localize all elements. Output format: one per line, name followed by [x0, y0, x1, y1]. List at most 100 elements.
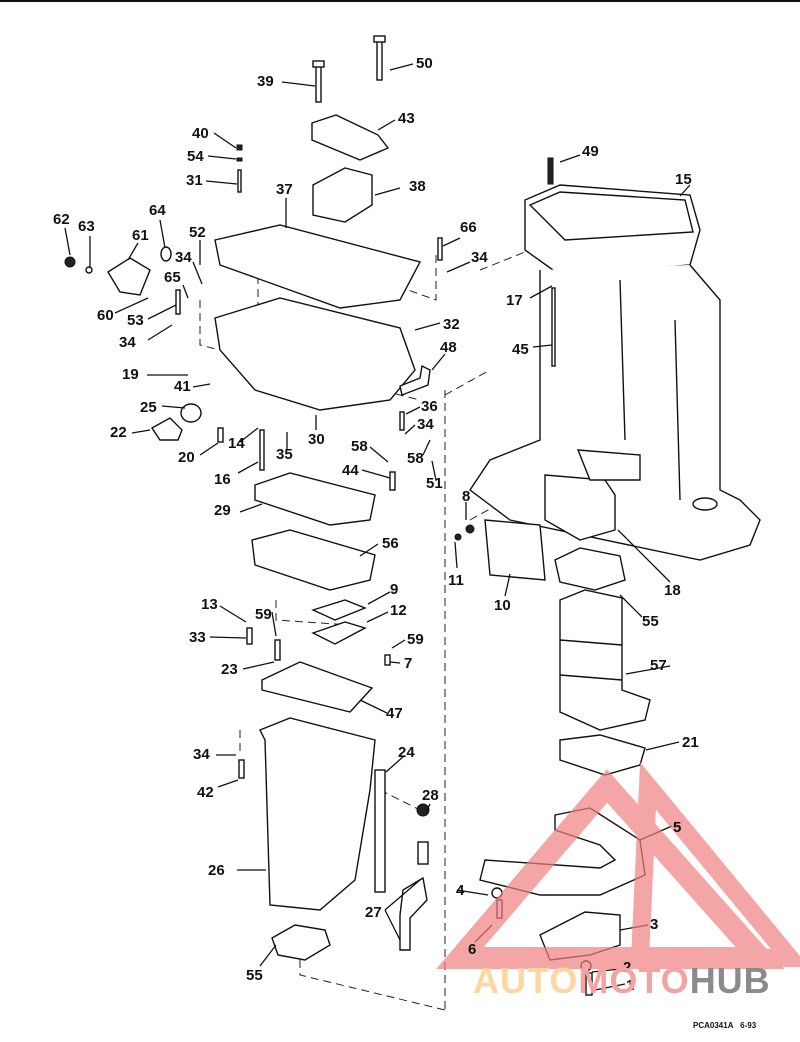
callout-63: 63: [78, 218, 95, 235]
callout-28: 28: [422, 787, 439, 804]
callout-2: 2: [623, 959, 632, 976]
part-37-gasket: [214, 224, 422, 309]
drawing-code: PCA0341A: [693, 1021, 734, 1030]
watermark-auto: AUTO: [473, 960, 579, 1001]
part-63-oring: [85, 266, 93, 274]
callout-22: 22: [110, 424, 127, 441]
callout-44: 44: [342, 462, 359, 479]
part-40-54-31-fasteners: [236, 144, 243, 193]
part-38-mount: [312, 167, 373, 223]
callout-53: 53: [127, 312, 144, 329]
part-56-plate: [251, 529, 376, 591]
part-55-gasket-lower: [271, 924, 331, 961]
callout-15: 15: [675, 171, 692, 188]
callout-59: 59: [255, 606, 272, 623]
callout-20: 20: [178, 449, 195, 466]
callout-65: 65: [164, 269, 181, 286]
callout-41: 41: [174, 378, 191, 395]
part-50-bolt: [373, 35, 386, 81]
callout-10: 10: [494, 597, 511, 614]
callout-34: 34: [417, 416, 434, 433]
watermark-hub: HUB: [689, 960, 771, 1001]
callout-8: 8: [462, 488, 471, 505]
callout-62: 62: [53, 211, 70, 228]
top-border-line: [0, 0, 800, 2]
part-39-bolt: [312, 60, 325, 103]
callout-55: 55: [642, 613, 659, 630]
part-22-cap: [150, 417, 183, 441]
leader-lines: [64, 63, 691, 991]
part-10-cover: [454, 519, 546, 581]
part-55-gasket-upper: [554, 547, 626, 591]
callout-40: 40: [192, 125, 209, 142]
part-12-plate: [311, 621, 367, 645]
callout-48: 48: [440, 339, 457, 356]
callout-26: 26: [208, 862, 225, 879]
callout-3: 3: [650, 916, 659, 933]
watermark-moto: MOTO: [578, 960, 690, 1001]
part-28-grommet: [416, 803, 430, 865]
callout-11: 11: [448, 572, 464, 589]
part-15-exhaust-housing: [469, 184, 761, 561]
callout-45: 45: [512, 341, 529, 358]
callout-38: 38: [409, 178, 426, 195]
part-29-gasket: [254, 472, 376, 526]
callout-34: 34: [119, 334, 136, 351]
callout-56: 56: [382, 535, 399, 552]
part-43-bracket: [311, 114, 390, 161]
callout-57: 57: [650, 657, 667, 674]
callout-12: 12: [390, 602, 407, 619]
part-57-exhaust-tube: [559, 589, 651, 731]
callout-58: 58: [407, 450, 424, 467]
callout-61: 61: [132, 227, 149, 244]
callout-39: 39: [257, 73, 274, 90]
callout-27: 27: [365, 904, 382, 921]
part-24-tube: [374, 769, 386, 893]
watermark-logo-triangles: [436, 762, 800, 969]
callout-52: 52: [189, 224, 206, 241]
callout-58: 58: [351, 438, 368, 455]
callout-23: 23: [221, 661, 238, 678]
callout-55: 55: [246, 967, 263, 984]
callout-7: 7: [404, 655, 413, 672]
part-61-housing: [107, 257, 151, 296]
callout-34: 34: [175, 249, 192, 266]
callout-4: 4: [456, 882, 465, 899]
part-9-gasket: [311, 599, 367, 621]
callout-18: 18: [664, 582, 681, 599]
callout-16: 16: [214, 471, 231, 488]
callout-25: 25: [140, 399, 157, 416]
callout-32: 32: [443, 316, 460, 333]
callout-13: 13: [201, 596, 218, 613]
callout-5: 5: [673, 819, 682, 836]
callout-9: 9: [390, 581, 399, 598]
part-18-bracket: [544, 449, 641, 541]
part-26-housing: [259, 717, 376, 911]
part-21-gasket: [559, 734, 646, 776]
callout-59: 59: [407, 631, 424, 648]
callout-51: 51: [426, 475, 443, 492]
part-47-gasket: [261, 661, 374, 713]
callout-1: 1: [626, 977, 635, 994]
callout-33: 33: [189, 629, 206, 646]
callout-43: 43: [398, 110, 415, 127]
part-64-ring: [160, 246, 172, 262]
drawing-date: 6-93: [740, 1021, 757, 1030]
part-45-stud: [551, 287, 556, 367]
part-30-adapter: [214, 297, 416, 411]
callout-24: 24: [398, 744, 415, 761]
drawing-reference: PCA0341A 6-93: [693, 1021, 756, 1030]
callout-29: 29: [214, 502, 231, 519]
callout-34: 34: [471, 249, 488, 266]
part-49-stud: [547, 157, 554, 185]
callout-31: 31: [186, 172, 203, 189]
callout-17: 17: [506, 292, 523, 309]
part-25-disc: [180, 403, 202, 423]
callout-34: 34: [193, 746, 210, 763]
part-27-hose: [399, 876, 428, 951]
callout-64: 64: [149, 202, 166, 219]
callout-49: 49: [582, 143, 599, 160]
part-62-nut: [64, 256, 76, 268]
callout-19: 19: [122, 366, 139, 383]
